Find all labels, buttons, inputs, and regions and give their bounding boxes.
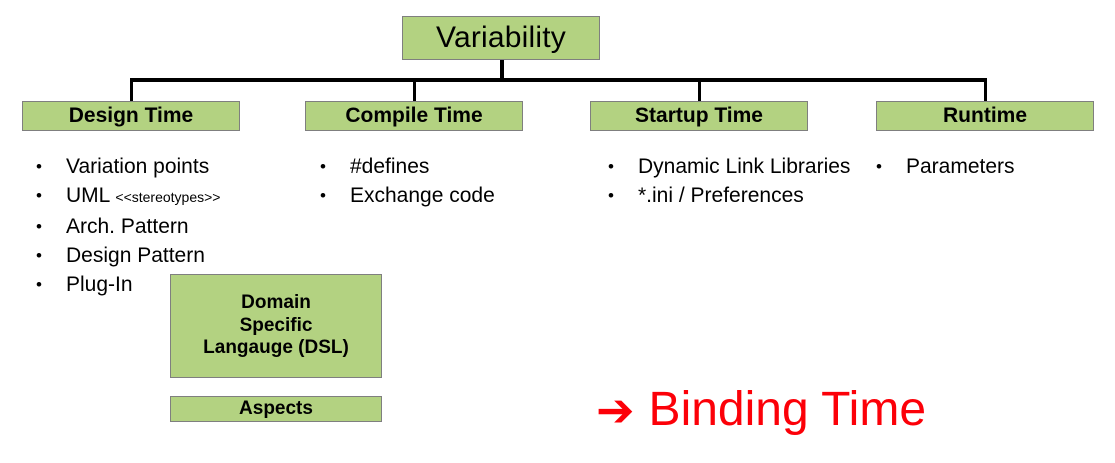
- connector-trunk: [500, 60, 504, 81]
- node-aspects-label: Aspects: [239, 397, 313, 419]
- node-variability-label: Variability: [435, 21, 567, 54]
- connector-horizontal-bus: [130, 78, 986, 82]
- connector-drop-design: [130, 78, 133, 102]
- list-item-label: Variation points: [66, 155, 210, 178]
- node-runtime-label: Runtime: [943, 104, 1027, 127]
- list-item-label: Plug-In: [66, 273, 133, 296]
- list-item: • Dynamic Link Libraries: [608, 152, 860, 181]
- list-item-label: Parameters: [906, 155, 1015, 178]
- node-design-time: Design Time: [22, 101, 240, 131]
- node-variability: Variability: [402, 16, 600, 60]
- list-item-label: #defines: [350, 155, 430, 178]
- bullet-dot-icon: •: [320, 186, 326, 205]
- node-startup-time: Startup Time: [590, 101, 808, 131]
- right-arrow-icon: ➔: [596, 384, 635, 436]
- node-startup-time-label: Startup Time: [635, 104, 763, 127]
- connector-drop-startup: [698, 78, 701, 102]
- node-compile-time-label: Compile Time: [345, 104, 483, 127]
- list-item: • Parameters: [876, 152, 1096, 181]
- list-item-label: Dynamic Link Libraries: [638, 155, 851, 178]
- binding-time-label: Binding Time: [648, 383, 927, 436]
- bullet-dot-icon: •: [36, 186, 42, 205]
- list-item-label: *.ini / Preferences: [638, 184, 804, 207]
- node-design-time-label: Design Time: [68, 104, 194, 127]
- binding-time-callout: ➔ Binding Time: [596, 386, 926, 434]
- list-item-label: UML <<stereotypes>>: [66, 181, 286, 212]
- node-compile-time: Compile Time: [305, 101, 523, 131]
- node-aspects: Aspects: [170, 396, 382, 422]
- list-item-label: Exchange code: [350, 184, 495, 207]
- list-item-label: Arch. Pattern: [66, 215, 189, 238]
- dsl-line-3: Langauge (DSL): [203, 337, 349, 359]
- bullet-list-compile-time: • #defines • Exchange code: [320, 152, 560, 210]
- list-item: • Variation points: [36, 152, 286, 181]
- dsl-line-2: Specific: [239, 314, 313, 336]
- bullet-list-runtime: • Parameters: [876, 152, 1096, 181]
- dsl-text-block: Domain Specific Langauge (DSL): [171, 292, 381, 359]
- bullet-dot-icon: •: [608, 186, 614, 205]
- list-item: • *.ini / Preferences: [608, 181, 860, 210]
- bullet-dot-icon: •: [36, 157, 42, 176]
- list-item: • Plug-In: [36, 270, 286, 299]
- dsl-line-1: Domain: [241, 292, 311, 314]
- bullet-dot-icon: •: [320, 157, 326, 176]
- list-item: • Exchange code: [320, 181, 560, 210]
- bullet-dot-icon: •: [608, 157, 614, 176]
- connector-drop-runtime: [984, 78, 987, 102]
- bullet-list-design-time: • Variation points • UML <<stereotypes>>…: [36, 152, 286, 299]
- list-item: • #defines: [320, 152, 560, 181]
- bullet-dot-icon: •: [36, 246, 42, 265]
- list-item: • UML <<stereotypes>>: [36, 181, 286, 212]
- list-item-stereotype: <<stereotypes>>: [115, 189, 221, 205]
- bullet-dot-icon: •: [876, 157, 882, 176]
- list-item-label: Design Pattern: [66, 244, 205, 267]
- list-item: • Design Pattern: [36, 241, 286, 270]
- connector-drop-compile: [413, 78, 416, 102]
- node-runtime: Runtime: [876, 101, 1094, 131]
- bullet-dot-icon: •: [36, 217, 42, 236]
- node-domain-specific-language: Domain Specific Langauge (DSL): [170, 274, 382, 378]
- list-item-text: UML: [66, 184, 116, 207]
- list-item: • Arch. Pattern: [36, 212, 286, 241]
- bullet-list-startup-time: • Dynamic Link Libraries • *.ini / Prefe…: [608, 152, 860, 210]
- bullet-dot-icon: •: [36, 275, 42, 294]
